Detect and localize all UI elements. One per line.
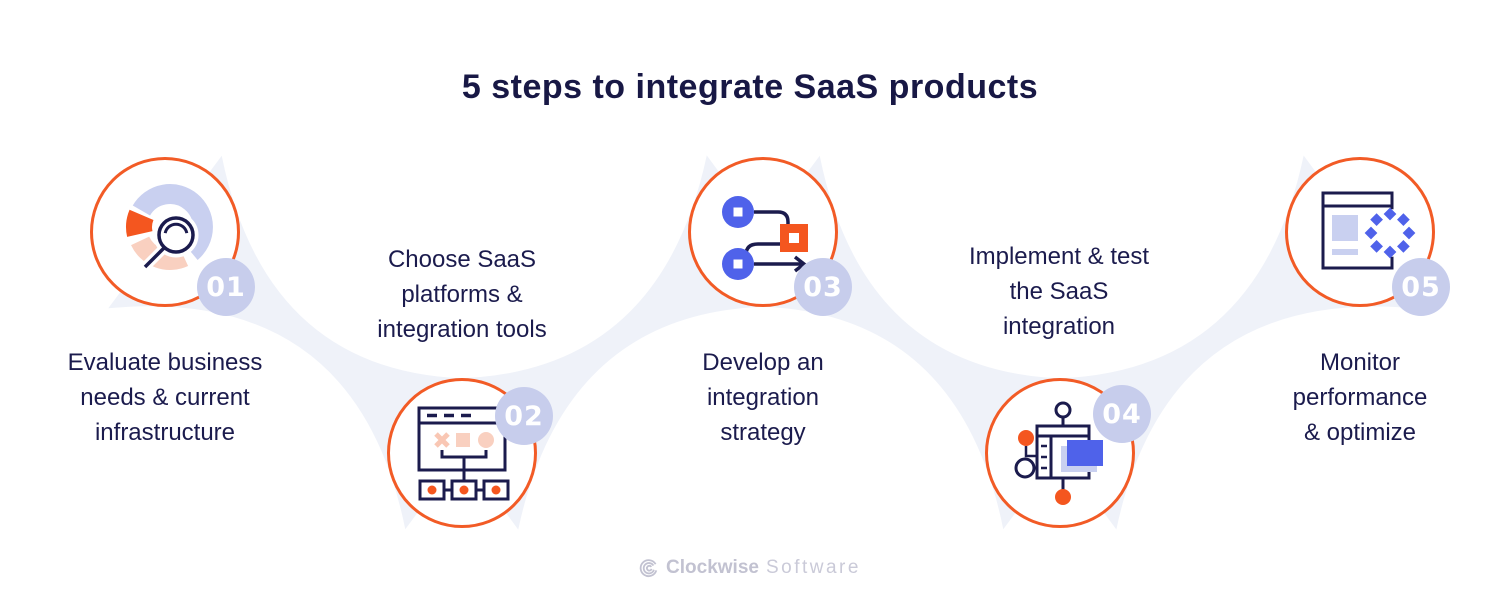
step-2-label: Choose SaaS platforms & integration tool…	[377, 246, 547, 343]
integration-flow-icon	[722, 196, 808, 280]
brand-name-light: Software	[765, 557, 861, 578]
brand-name-bold: Clockwise	[666, 557, 759, 578]
brand-footer: Clockwise Software	[0, 557, 1500, 579]
step-3-label: Develop an integration strategy	[702, 349, 824, 446]
step-5-circle	[1285, 157, 1435, 307]
page-title: 5 steps to integrate SaaS products	[461, 68, 1039, 106]
step-5-label: Monitor performance & optimize	[1292, 349, 1428, 446]
monitoring-loader-icon	[1321, 191, 1416, 270]
step-5-number-badge: 05	[1392, 258, 1450, 316]
step-1-number-badge: 01	[197, 258, 255, 316]
step-4-label: Implement & test the SaaS integration	[968, 243, 1150, 340]
step-2-number-badge: 02	[495, 387, 553, 445]
sitemap-window-icon	[417, 406, 510, 501]
step-2-circle	[387, 378, 537, 528]
step-4-circle	[985, 378, 1135, 528]
step-4-number-badge: 04	[1093, 385, 1151, 443]
step-1-circle	[90, 157, 240, 307]
analysis-magnifier-icon	[126, 184, 213, 271]
implementation-board-icon	[1014, 401, 1103, 505]
step-3-number-badge: 03	[794, 258, 852, 316]
step-1-label: Evaluate business needs & current infras…	[67, 349, 263, 446]
clockwise-swirl-icon	[639, 559, 658, 577]
